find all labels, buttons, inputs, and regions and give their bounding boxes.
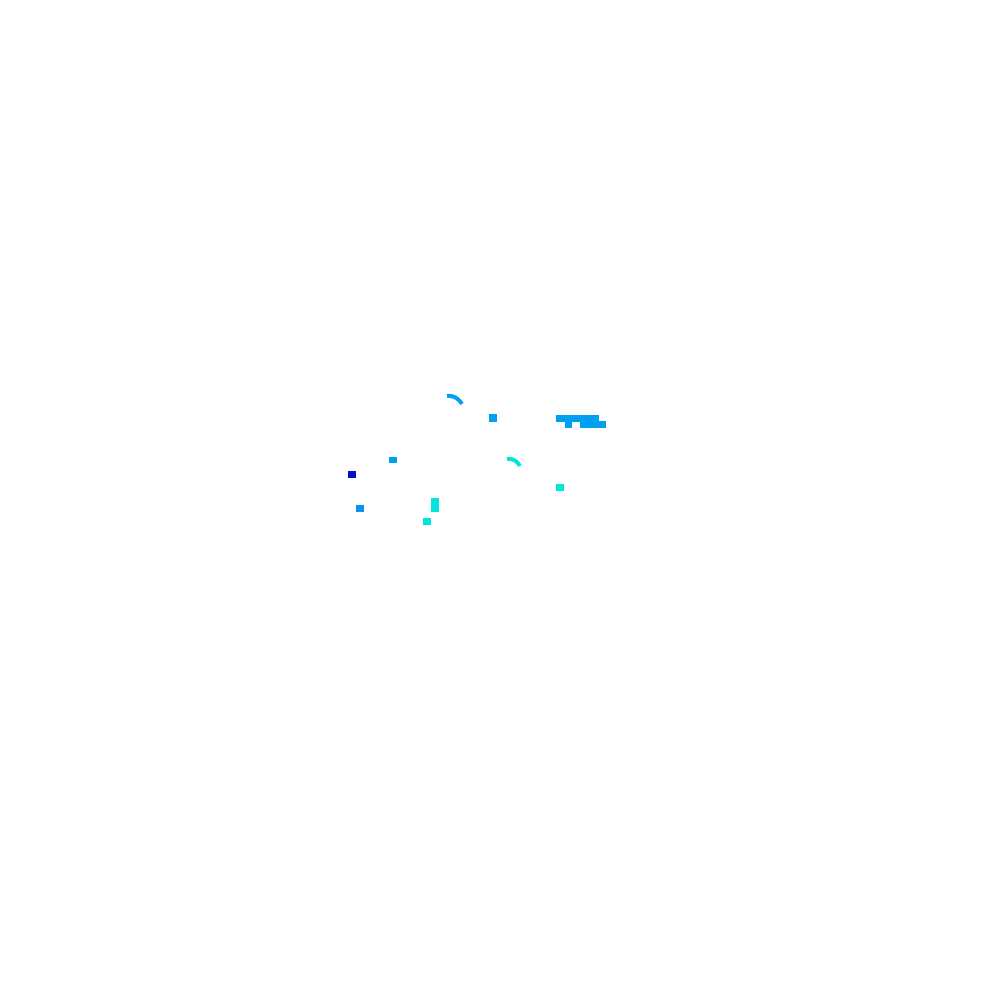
square-fragment-bottom-cyan (423, 518, 431, 525)
bar-fragment-right-bottom (580, 421, 606, 428)
square-fragment-bottom-left (356, 505, 364, 512)
bar-fragment-right-top (556, 415, 599, 422)
square-fragment-upper (489, 414, 497, 422)
arc-fragment-top (446, 393, 464, 406)
square-fragment-left-dark (348, 471, 356, 478)
square-fragment-left-mid (389, 457, 397, 463)
bar-fragment-right-notch (565, 421, 572, 428)
arc-fragment-middle (506, 456, 522, 468)
square-fragment-right-cyan (556, 484, 564, 491)
bar-fragment-bottom-cyan (431, 498, 439, 512)
